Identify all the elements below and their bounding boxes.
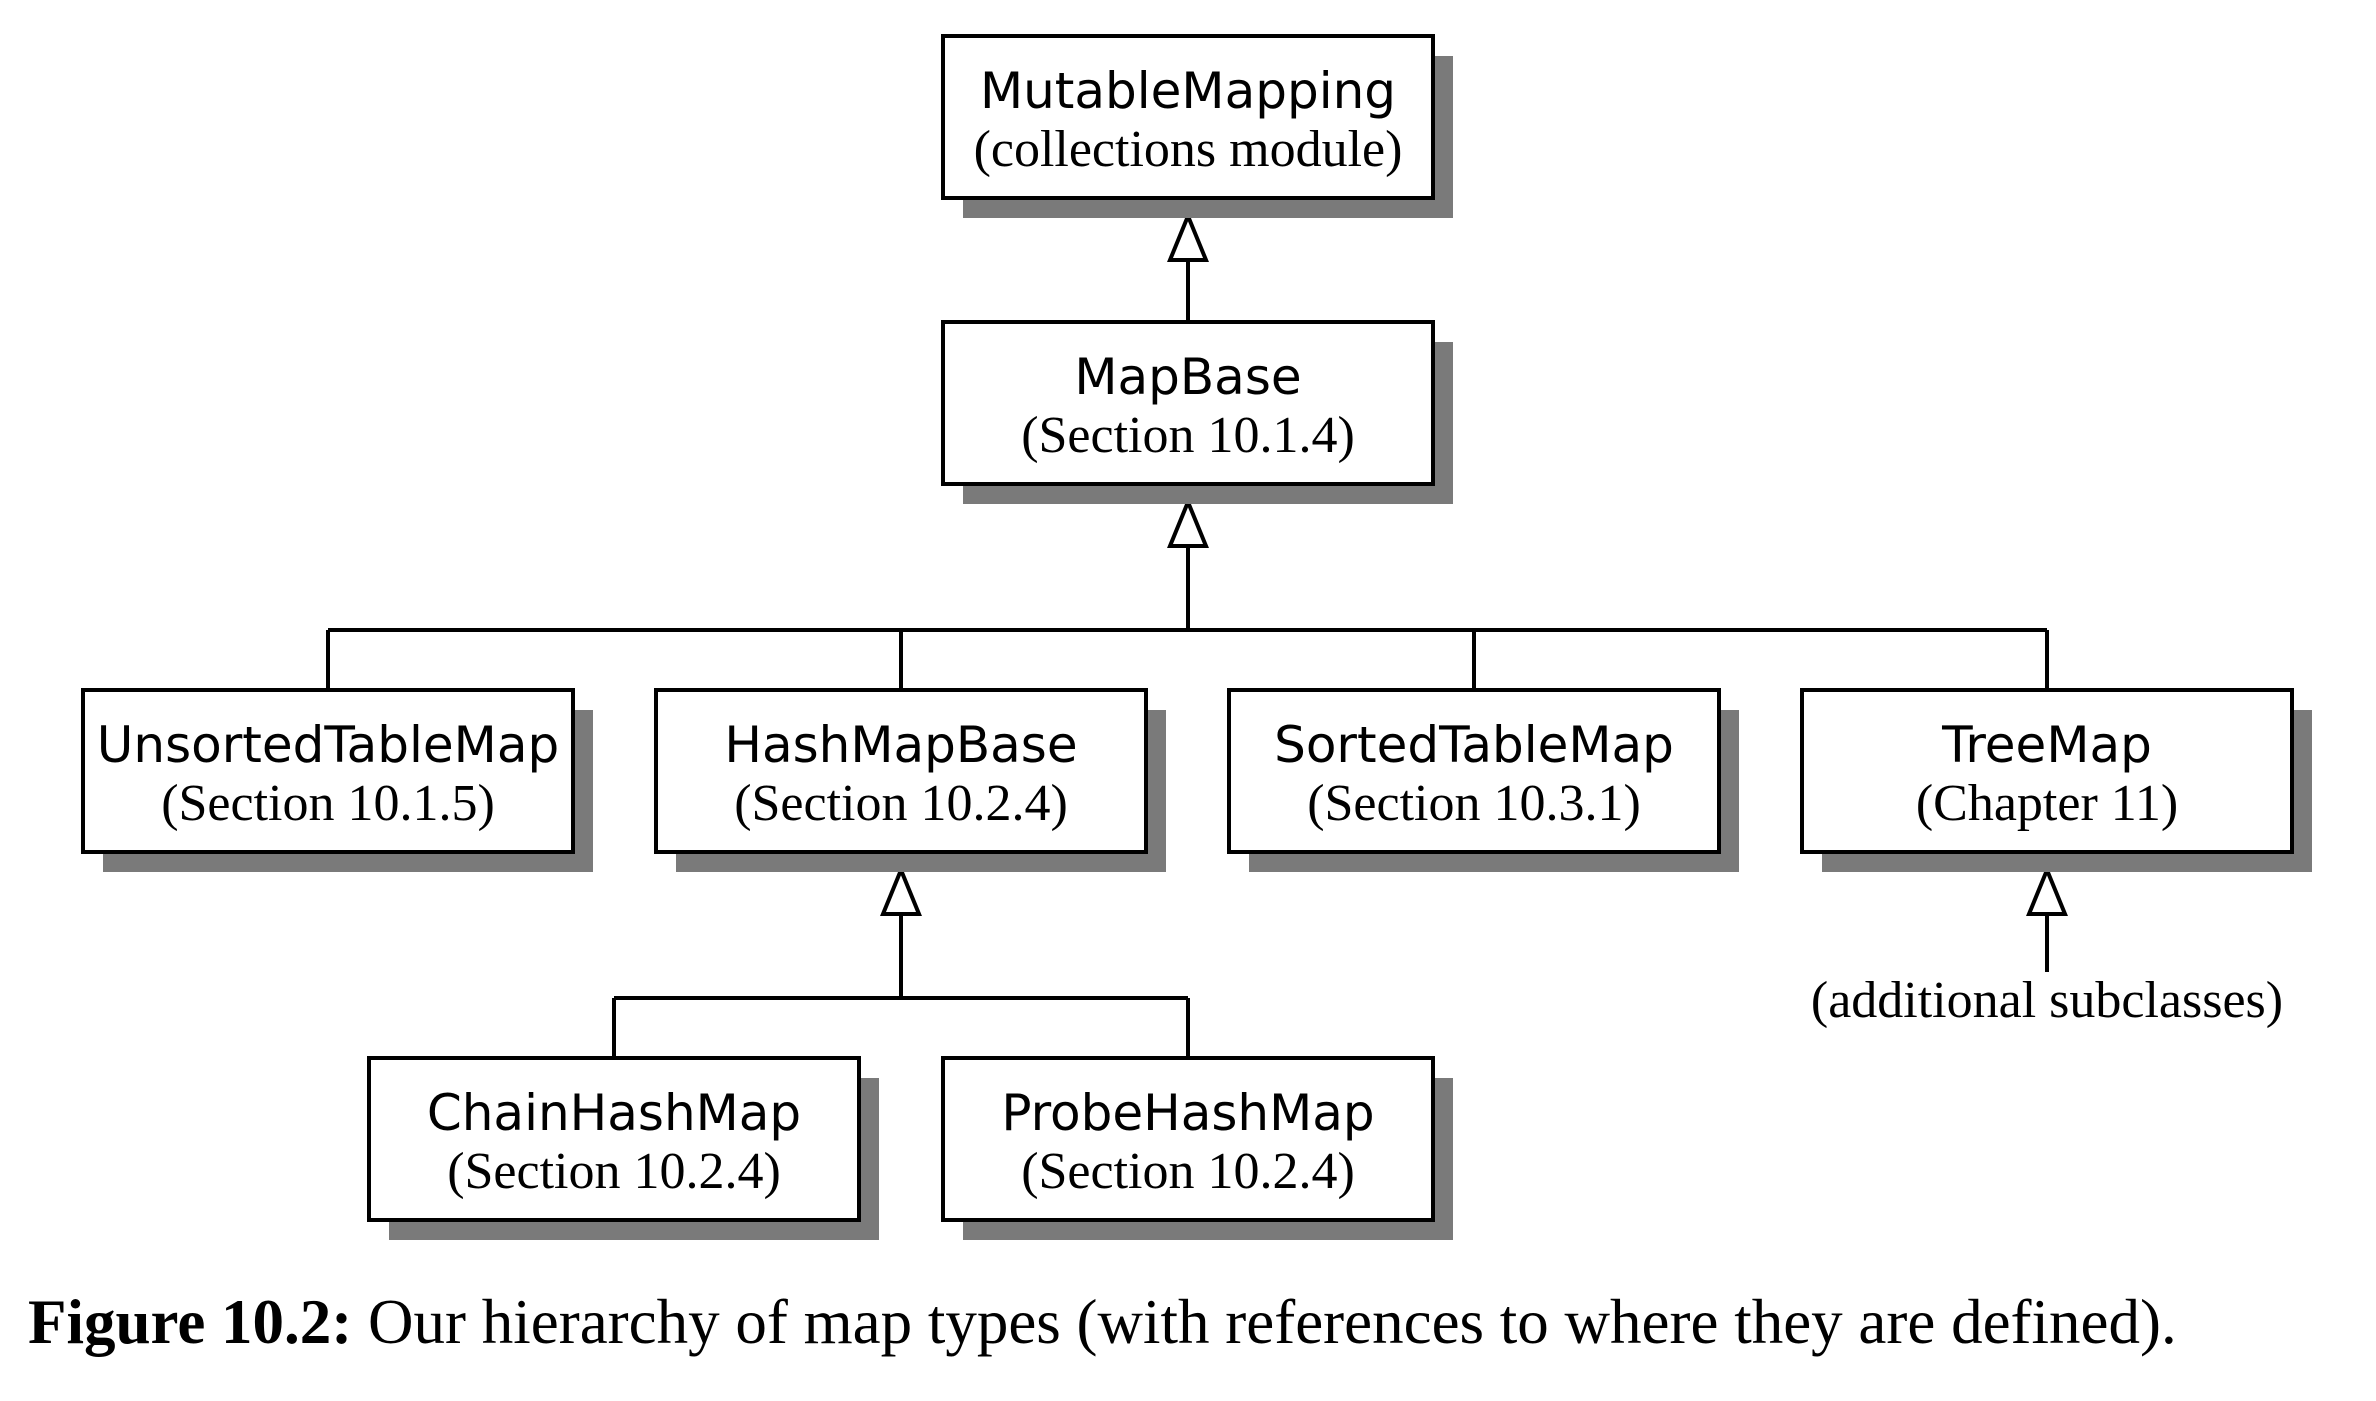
inheritance-arrow-icon [1167, 496, 1209, 548]
class-reference: (Section 10.1.4) [1021, 407, 1355, 464]
edge-group-hash-map-base [612, 864, 1190, 1058]
node-box [1800, 688, 2294, 854]
class-name: MapBase [1074, 348, 1301, 406]
inheritance-arrow-icon [2026, 864, 2068, 916]
edge-group-map-base [326, 496, 2049, 690]
class-name: TreeMap [1941, 716, 2152, 774]
node-box [367, 1056, 861, 1222]
class-node-map-base: MapBase(Section 10.1.4) [941, 320, 1453, 504]
additional-subclasses-label: (additional subclasses) [1811, 972, 2283, 1029]
node-box [1227, 688, 1721, 854]
inheritance-edges [326, 210, 2068, 1058]
class-node-hash-map-base: HashMapBase(Section 10.2.4) [654, 688, 1166, 872]
class-reference: (Section 10.1.5) [161, 775, 495, 832]
node-box [941, 1056, 1435, 1222]
class-node-sorted-table-map: SortedTableMap(Section 10.3.1) [1227, 688, 1739, 872]
node-box [654, 688, 1148, 854]
free-labels: (additional subclasses) [1811, 972, 2283, 1029]
node-box [941, 320, 1435, 486]
inheritance-arrow-icon [1167, 210, 1209, 262]
class-nodes: MutableMapping(collections module) MapBas… [81, 34, 2312, 1240]
class-reference: (Section 10.3.1) [1307, 775, 1641, 832]
class-name: MutableMapping [980, 62, 1396, 120]
class-name: HashMapBase [724, 716, 1077, 774]
caption-text: Our hierarchy of map types (with referen… [352, 1287, 2177, 1357]
class-reference: (Chapter 11) [1916, 775, 2178, 832]
node-box [81, 688, 575, 854]
class-node-chain-hash-map: ChainHashMap(Section 10.2.4) [367, 1056, 879, 1240]
caption-figure-number: Figure 10.2: [28, 1287, 353, 1357]
class-reference: (Section 10.2.4) [447, 1143, 781, 1200]
class-reference: (Section 10.2.4) [734, 775, 1068, 832]
class-name: UnsortedTableMap [97, 716, 559, 774]
class-node-mutable-mapping: MutableMapping(collections module) [941, 34, 1453, 218]
class-name: ProbeHashMap [1001, 1084, 1374, 1142]
class-node-tree-map: TreeMap(Chapter 11) [1800, 688, 2312, 872]
class-name: ChainHashMap [427, 1084, 801, 1142]
node-box [941, 34, 1435, 200]
edge-group-mutable-mapping [1167, 210, 1209, 322]
figure-caption: Figure 10.2: Our hierarchy of map types … [28, 1286, 2177, 1358]
class-reference: (collections module) [974, 121, 1403, 178]
class-node-probe-hash-map: ProbeHashMap(Section 10.2.4) [941, 1056, 1453, 1240]
inheritance-arrow-icon [880, 864, 922, 916]
class-name: SortedTableMap [1274, 716, 1674, 774]
class-reference: (Section 10.2.4) [1021, 1143, 1355, 1200]
class-node-unsorted-table-map: UnsortedTableMap(Section 10.1.5) [81, 688, 593, 872]
edge-group-tree-map [2026, 864, 2068, 972]
